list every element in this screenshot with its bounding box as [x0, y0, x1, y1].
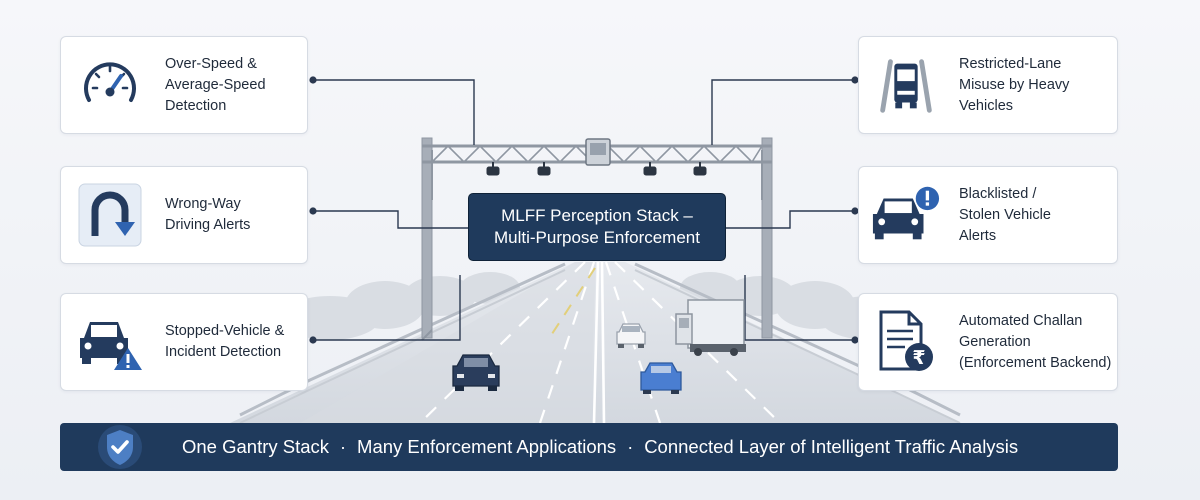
card-label: Stopped-Vehicle & Incident Detection — [165, 323, 285, 360]
truck — [675, 299, 746, 356]
card-label: Blacklisted / Stolen Vehicle Alerts — [959, 185, 1051, 244]
banner-segment: Connected Layer of Intelligent Traffic A… — [644, 436, 1019, 457]
banner-separator: · — [627, 436, 634, 457]
card-label: Over-Speed & Average-Speed Detection — [165, 55, 266, 114]
card-label: Automated Challan Generation (Enforcemen… — [959, 312, 1112, 371]
banner-segment: One Gantry Stack — [182, 436, 330, 457]
car-warning-icon — [75, 307, 145, 377]
svg-text:₹: ₹ — [912, 347, 925, 369]
rupee-document-icon: ₹ — [871, 307, 941, 377]
blue-car — [640, 362, 682, 394]
white-car — [616, 323, 646, 348]
truck-lane-icon — [871, 50, 941, 120]
card-wrong-way: Wrong-Way Driving Alerts — [60, 166, 308, 264]
shield-check-icon — [96, 423, 144, 471]
bottom-banner: One Gantry Stack · Many Enforcement Appl… — [60, 423, 1118, 471]
navy-car — [452, 354, 500, 391]
card-restricted-lane: Restricted-Lane Misuse by Heavy Vehicles — [858, 36, 1118, 134]
card-blacklisted: Blacklisted / Stolen Vehicle Alerts — [858, 166, 1118, 264]
banner-separator: · — [340, 436, 347, 457]
connector-lines — [313, 79, 855, 341]
car-alert-icon — [871, 180, 941, 250]
card-label: Restricted-Lane Misuse by Heavy Vehicles — [959, 55, 1070, 114]
card-label: Wrong-Way Driving Alerts — [165, 196, 251, 233]
gantry-cameras — [486, 162, 707, 176]
left-guardrail — [239, 262, 566, 417]
connector-dots — [309, 76, 859, 344]
banner-text: One Gantry Stack · Many Enforcement Appl… — [182, 436, 1018, 458]
speedometer-icon — [75, 50, 145, 120]
banner-segment: Many Enforcement Applications — [357, 436, 617, 457]
u-turn-arrow-icon — [75, 180, 145, 250]
card-challan: ₹ Automated Challan Generation (Enforcem… — [858, 293, 1118, 391]
center-label: MLFF Perception Stack – Multi-Purpose En… — [468, 193, 726, 261]
card-stopped-vehicle: Stopped-Vehicle & Incident Detection — [60, 293, 308, 391]
card-over-speed: Over-Speed & Average-Speed Detection — [60, 36, 308, 134]
